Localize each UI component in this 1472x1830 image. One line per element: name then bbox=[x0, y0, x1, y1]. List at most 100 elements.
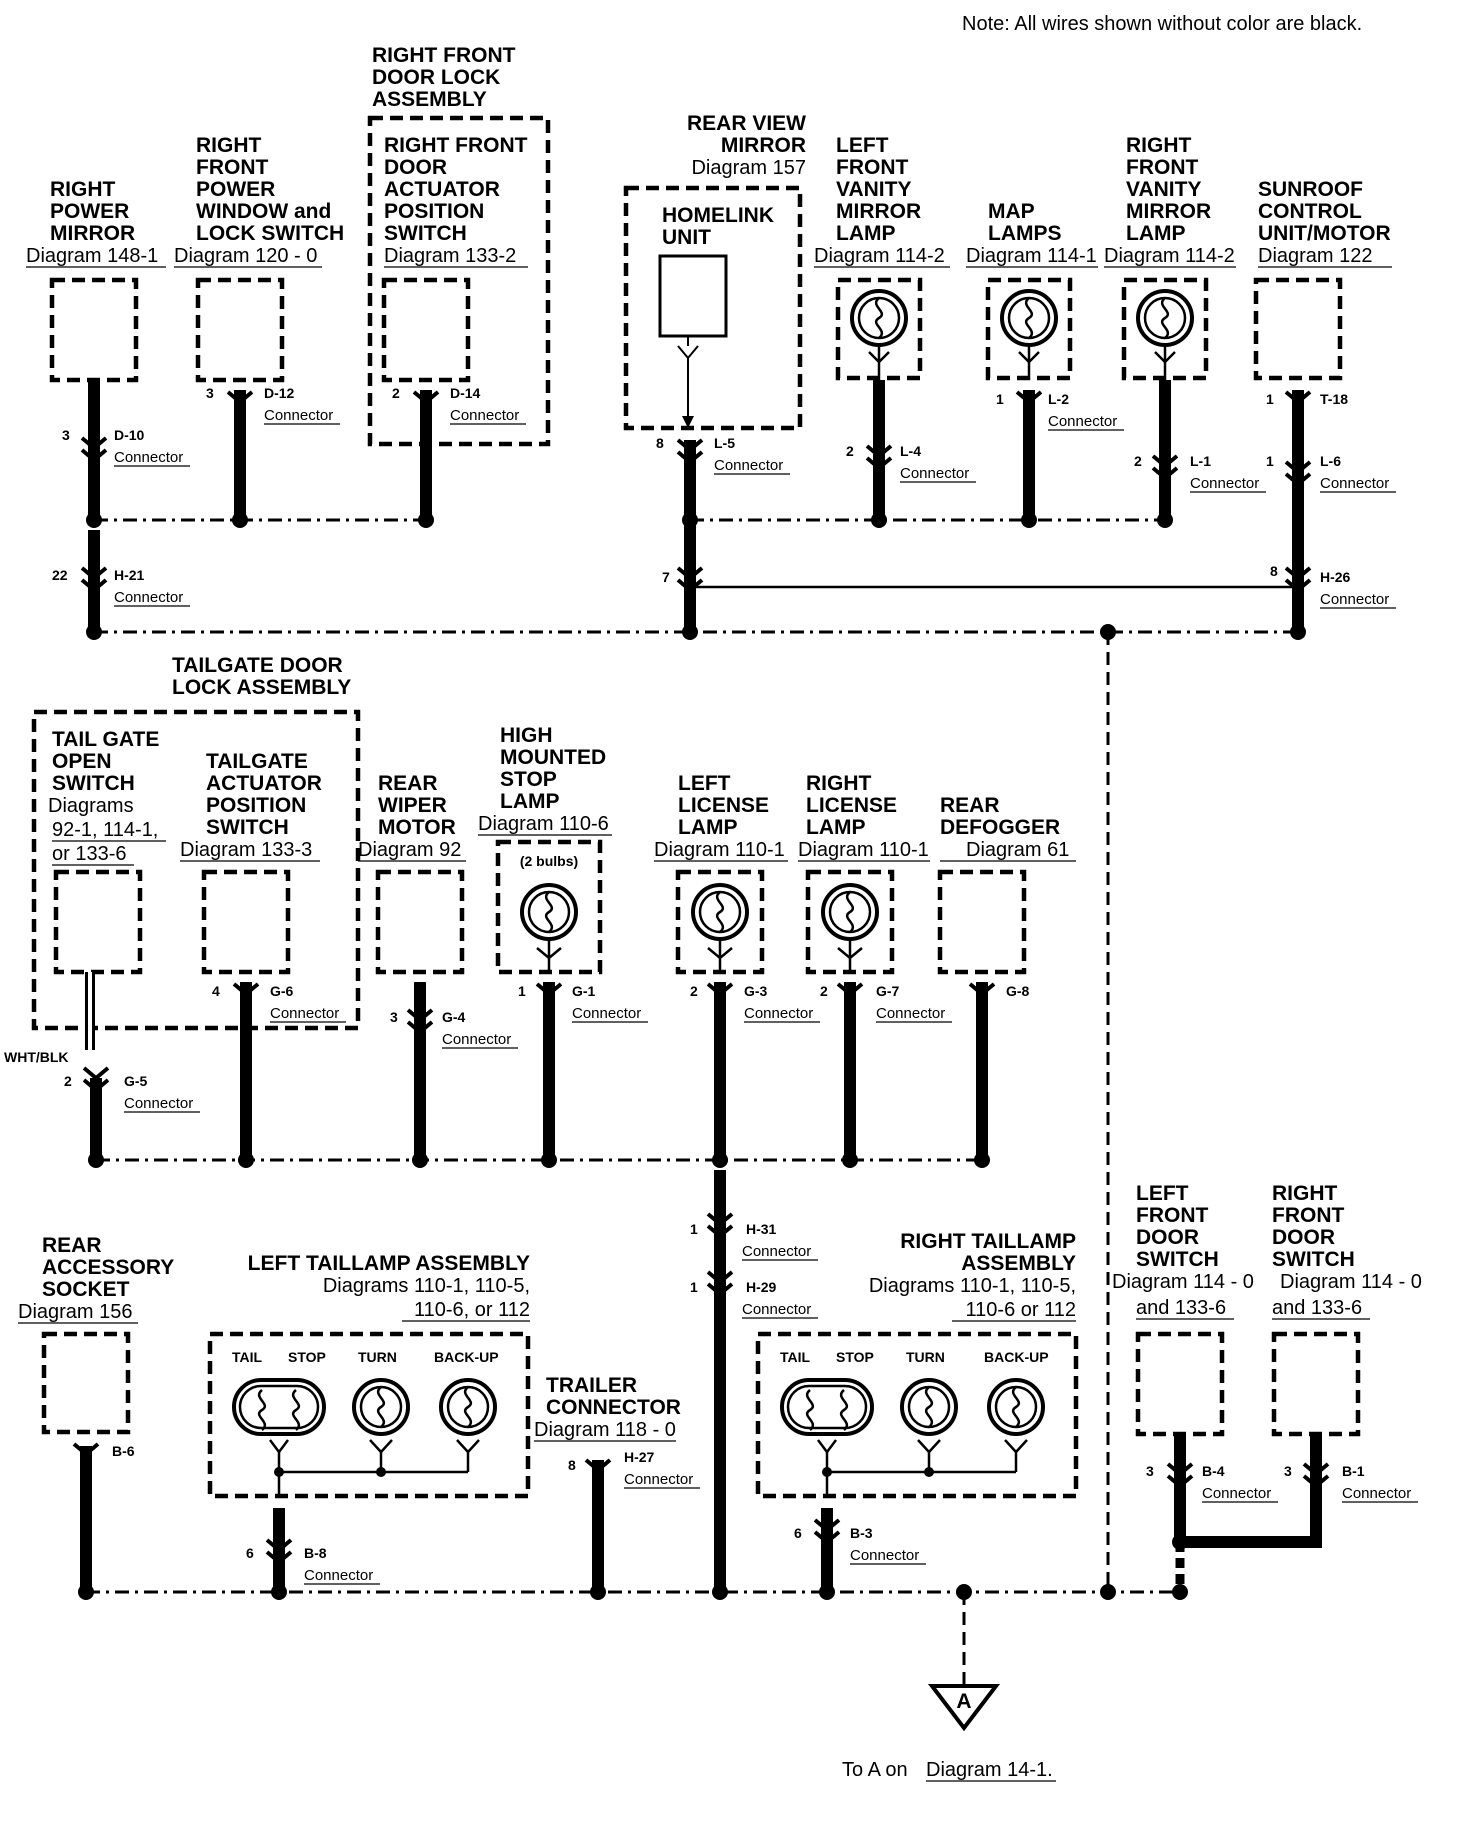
svg-text:or 133-6: or 133-6 bbox=[52, 843, 127, 865]
svg-text:Connector: Connector bbox=[1342, 1485, 1411, 1502]
svg-text:G-3: G-3 bbox=[744, 983, 768, 999]
svg-text:ACCESSORY: ACCESSORY bbox=[42, 1256, 174, 1279]
connector-labels-middle: 4 G-6 Connector 3 G-4 Connector 1 G-1 Co… bbox=[4, 983, 1030, 1319]
rear-defogger-box bbox=[937, 869, 1027, 975]
svg-text:DOOR LOCK: DOOR LOCK bbox=[372, 66, 500, 89]
svg-text:LEFT: LEFT bbox=[836, 134, 889, 157]
svg-text:D-10: D-10 bbox=[114, 427, 145, 443]
rear-view-mirror-box bbox=[623, 185, 803, 431]
svg-text:MIRROR: MIRROR bbox=[721, 134, 806, 157]
svg-text:LAMPS: LAMPS bbox=[988, 222, 1062, 245]
splice-dots-middle bbox=[88, 1152, 990, 1168]
svg-text:B-1: B-1 bbox=[1342, 1463, 1365, 1479]
svg-text:TAIL GATE: TAIL GATE bbox=[52, 728, 159, 751]
label-lf-door-switch: LEFT FRONT DOOR SWITCH Diagram 114 - 0 a… bbox=[1112, 1182, 1254, 1320]
svg-text:VANITY: VANITY bbox=[836, 178, 911, 201]
ground-diagram-link[interactable]: Diagram 14-1. bbox=[926, 1759, 1053, 1781]
svg-text:Connector: Connector bbox=[304, 1567, 373, 1584]
svg-text:B-6: B-6 bbox=[112, 1443, 135, 1459]
svg-text:LICENSE: LICENSE bbox=[678, 794, 769, 817]
right-license-bulb-icon bbox=[821, 883, 879, 972]
svg-text:Connector: Connector bbox=[264, 407, 333, 424]
high-stop-bulb-icon bbox=[520, 883, 578, 972]
ground-prefix: To A on bbox=[842, 1759, 908, 1781]
svg-text:LOCK SWITCH: LOCK SWITCH bbox=[196, 222, 344, 245]
splice-dots-bottom bbox=[78, 1534, 1188, 1600]
svg-text:CONTROL: CONTROL bbox=[1258, 200, 1362, 223]
connector-glyphs-middle bbox=[82, 982, 996, 1297]
svg-text:LEFT TAILLAMP ASSEMBLY: LEFT TAILLAMP ASSEMBLY bbox=[248, 1252, 530, 1275]
label-tailgate-actuator: TAILGATE ACTUATOR POSITION SWITCH Diagra… bbox=[180, 750, 322, 862]
svg-text:Diagram 92: Diagram 92 bbox=[358, 839, 461, 861]
svg-text:STOP: STOP bbox=[836, 1349, 874, 1365]
svg-text:3: 3 bbox=[1284, 1463, 1292, 1479]
svg-text:FRONT: FRONT bbox=[1272, 1204, 1344, 1227]
svg-text:and 133-6: and 133-6 bbox=[1136, 1297, 1226, 1319]
svg-text:WINDOW and: WINDOW and bbox=[196, 200, 331, 223]
svg-text:3: 3 bbox=[206, 385, 214, 401]
label-rear-view-mirror: REAR VIEW MIRROR Diagram 157 bbox=[687, 112, 806, 179]
svg-text:A: A bbox=[956, 1690, 971, 1713]
connector-labels-top: 3 D-10 Connector 3 D-12 Connector 2 D-14… bbox=[52, 385, 1396, 609]
svg-text:STOP: STOP bbox=[500, 768, 557, 791]
label-tailgate-open-switch: TAIL GATE OPEN SWITCH Diagrams 92-1, 114… bbox=[48, 728, 166, 866]
svg-text:3: 3 bbox=[62, 427, 70, 443]
svg-text:2: 2 bbox=[690, 983, 698, 999]
svg-text:1: 1 bbox=[1266, 453, 1274, 469]
svg-text:Connector: Connector bbox=[1048, 413, 1117, 430]
svg-text:TRAILER: TRAILER bbox=[546, 1374, 637, 1397]
svg-text:VANITY: VANITY bbox=[1126, 178, 1201, 201]
svg-text:2: 2 bbox=[1134, 453, 1142, 469]
svg-text:BACK-UP: BACK-UP bbox=[984, 1349, 1049, 1365]
homelink-unit-rect bbox=[658, 254, 728, 338]
svg-text:Diagram 110-6: Diagram 110-6 bbox=[478, 813, 609, 835]
svg-text:8: 8 bbox=[568, 1457, 576, 1473]
svg-text:POSITION: POSITION bbox=[206, 794, 306, 817]
label-rear-accessory: REAR ACCESSORY SOCKET Diagram 156 bbox=[18, 1234, 174, 1324]
svg-text:6: 6 bbox=[794, 1525, 802, 1541]
svg-text:4: 4 bbox=[212, 983, 220, 999]
rear-accessory-box bbox=[41, 1331, 131, 1435]
svg-text:H-29: H-29 bbox=[746, 1279, 777, 1295]
svg-text:RIGHT: RIGHT bbox=[1272, 1182, 1338, 1205]
tailgate-lock-assembly-box bbox=[31, 709, 361, 1031]
svg-text:Diagram 157: Diagram 157 bbox=[691, 157, 806, 179]
svg-text:Connector: Connector bbox=[114, 449, 183, 466]
svg-text:Connector: Connector bbox=[450, 407, 519, 424]
left-vanity-bulb-icon bbox=[850, 289, 908, 380]
svg-text:REAR: REAR bbox=[378, 772, 438, 795]
svg-text:G-4: G-4 bbox=[442, 1009, 466, 1025]
svg-text:MIRROR: MIRROR bbox=[1126, 200, 1211, 223]
label-trailer: TRAILER CONNECTOR Diagram 118 - 0 bbox=[534, 1374, 681, 1442]
svg-text:Connector: Connector bbox=[850, 1547, 919, 1564]
note: Note: All wires shown without color are … bbox=[962, 13, 1362, 35]
svg-text:REAR VIEW: REAR VIEW bbox=[687, 112, 806, 135]
svg-text:L-4: L-4 bbox=[900, 443, 921, 459]
label-rf-door-lock-assembly: RIGHT FRONT DOOR LOCK ASSEMBLY bbox=[372, 44, 516, 111]
rf-power-window-box bbox=[195, 277, 285, 383]
svg-text:HIGH: HIGH bbox=[500, 724, 553, 747]
svg-text:SWITCH: SWITCH bbox=[1136, 1248, 1219, 1271]
svg-text:Connector: Connector bbox=[124, 1095, 193, 1112]
svg-text:Diagram 110-1: Diagram 110-1 bbox=[798, 839, 929, 861]
svg-text:DOOR: DOOR bbox=[1272, 1226, 1335, 1249]
svg-text:Diagram 122: Diagram 122 bbox=[1258, 245, 1373, 267]
svg-text:FRONT: FRONT bbox=[1136, 1204, 1208, 1227]
svg-text:DEFOGGER: DEFOGGER bbox=[940, 816, 1060, 839]
svg-text:D-14: D-14 bbox=[450, 385, 481, 401]
label-left-license: LEFT LICENSE LAMP Diagram 110-1 bbox=[654, 772, 788, 862]
svg-text:110-6, or 112: 110-6, or 112 bbox=[414, 1299, 530, 1321]
svg-text:H-21: H-21 bbox=[114, 567, 145, 583]
svg-text:G-8: G-8 bbox=[1006, 983, 1030, 999]
svg-text:SUNROOF: SUNROOF bbox=[1258, 178, 1363, 201]
label-rf-door-switch: RIGHT FRONT DOOR SWITCH Diagram 114 - 0 … bbox=[1272, 1182, 1422, 1320]
label-right-license: RIGHT LICENSE LAMP Diagram 110-1 bbox=[798, 772, 930, 862]
right-taillamp-bulbs-icon bbox=[780, 1378, 1045, 1496]
svg-text:Diagram 114-1: Diagram 114-1 bbox=[966, 245, 1097, 267]
svg-text:Diagram 114-2: Diagram 114-2 bbox=[1104, 245, 1235, 267]
svg-text:SWITCH: SWITCH bbox=[1272, 1248, 1355, 1271]
svg-text:LAMP: LAMP bbox=[836, 222, 896, 245]
svg-text:Connector: Connector bbox=[442, 1031, 511, 1048]
svg-text:2: 2 bbox=[846, 443, 854, 459]
svg-text:L-5: L-5 bbox=[714, 435, 735, 451]
